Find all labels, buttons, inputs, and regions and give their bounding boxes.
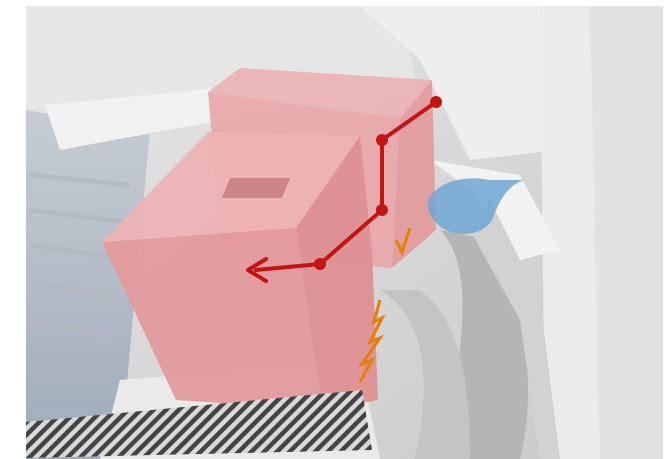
box-top-opening <box>222 178 290 198</box>
